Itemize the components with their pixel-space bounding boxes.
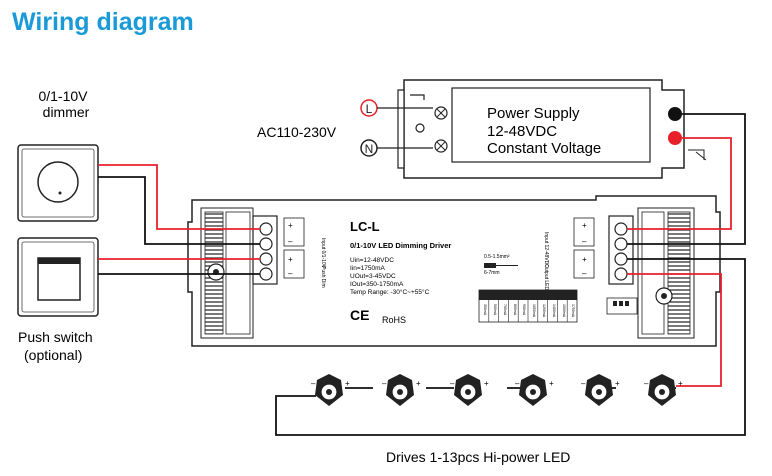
push-switch-label: Push switch: [18, 329, 93, 345]
dip-value: 1500mA: [562, 304, 566, 318]
hi-power-led-icon: – +: [382, 374, 421, 406]
right-term-1: +: [582, 221, 587, 230]
led-minus: –: [515, 379, 520, 388]
dip-table: 350mA 500mA 700mA 800mA 900mA 1050mA 120…: [478, 289, 578, 323]
left-term-1: +: [288, 221, 293, 230]
left-io-label-1: Input 0/1-10V: [320, 238, 326, 269]
page-title: Wiring diagram: [12, 8, 194, 36]
ac-voltage-label: AC110-230V: [257, 124, 337, 140]
wire-gauge: 0.5-1.5mm²: [484, 254, 510, 260]
ce-mark: CE: [350, 307, 369, 323]
spec-1: Uin=12-48VDC: [350, 257, 394, 264]
right-io-label-2: Output LED: [543, 264, 549, 291]
dimmer-device: [17, 144, 99, 222]
right-io-label-1: Input 12-48VDC: [543, 232, 549, 268]
left-io-label-2: Push Dim: [320, 266, 326, 288]
psu-text-3: Constant Voltage: [487, 140, 601, 157]
hi-power-led-icon: – +: [450, 374, 489, 406]
dip-value: 900mA: [522, 304, 526, 316]
led-plus: +: [484, 379, 489, 388]
ground-icon: [688, 149, 707, 161]
led-minus: –: [311, 379, 316, 388]
live-label: L: [366, 102, 373, 116]
wires: [98, 113, 746, 436]
led-minus: –: [644, 379, 649, 388]
right-term-2: –: [582, 237, 587, 246]
led-driver: + – + – Input 0/1-10V Push Dim LC-L 0/1-…: [187, 195, 721, 347]
dip-value: 1400mA: [552, 304, 556, 318]
led-minus: –: [581, 379, 586, 388]
push-button-icon: [37, 257, 81, 301]
dip-value: 700mA: [503, 304, 507, 316]
hi-power-led-icon: – +: [311, 374, 350, 406]
led-minus: –: [450, 379, 455, 388]
led-caption: Drives 1-13pcs Hi-power LED: [386, 449, 570, 465]
power-supply: Power Supply 12-48VDC Constant Voltage L…: [360, 79, 707, 179]
right-term-3: +: [582, 255, 587, 264]
driver-subtitle: 0/1-10V LED Dimming Driver: [350, 241, 451, 250]
dip-value: 1200mA: [542, 304, 546, 318]
dip-value: 800mA: [513, 304, 517, 316]
led-plus: +: [615, 379, 620, 388]
rohs-mark: RoHS: [382, 315, 406, 325]
dimmer-label-2: dimmer: [43, 104, 90, 120]
neutral-label: N: [365, 142, 374, 156]
right-term-4: –: [582, 269, 587, 278]
spec-2: Iin=1750mA: [350, 265, 386, 272]
spec-5: Temp Range: -30°C~+55°C: [350, 288, 430, 296]
led-plus: +: [549, 379, 554, 388]
hi-power-led-icon: – +: [515, 374, 554, 406]
dip-value: 1750mA: [571, 304, 575, 318]
strip-length: 6-7mm: [484, 270, 500, 276]
dip-value: 500mA: [493, 304, 497, 316]
left-term-4: –: [288, 269, 293, 278]
push-switch-label-2: (optional): [24, 347, 82, 363]
psu-positive-terminal-icon: [668, 131, 682, 145]
psu-text-1: Power Supply: [487, 105, 580, 122]
psu-negative-terminal-icon: [668, 107, 682, 121]
dip-value: 350mA: [483, 304, 487, 316]
led-plus: +: [416, 379, 421, 388]
spec-3: UOut=3-45VDC: [350, 273, 396, 280]
left-term-2: –: [288, 237, 293, 246]
dimmer-knob-icon: [37, 161, 79, 203]
push-switch-device: [17, 237, 99, 317]
hi-power-led-icon: – +: [581, 374, 620, 406]
hi-power-led-icon: – +: [644, 374, 683, 406]
dimmer-label: 0/1-10V: [38, 88, 88, 104]
spec-4: IOut=350-1750mA: [350, 281, 404, 288]
led-plus: +: [345, 379, 350, 388]
psu-text-2: 12-48VDC: [487, 123, 557, 140]
led-minus: –: [382, 379, 387, 388]
dip-value: 1050mA: [532, 304, 536, 318]
driver-model: LC-L: [350, 219, 380, 234]
left-term-3: +: [288, 255, 293, 264]
led-plus: +: [678, 379, 683, 388]
